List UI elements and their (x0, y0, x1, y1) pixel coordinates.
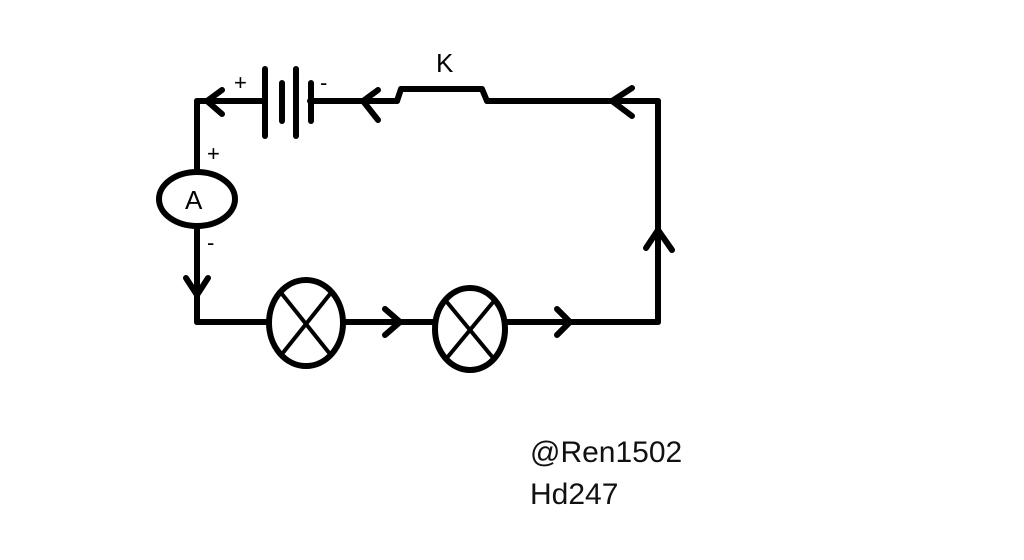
author-handle: @Ren1502 (530, 436, 683, 469)
arrow-up-icon-right (643, 227, 675, 253)
lamp-1 (266, 277, 346, 369)
lamp-2-cross-b (444, 299, 496, 361)
arrow-right-icon-bottom-middle (382, 306, 403, 338)
lamp-1-cross-b (280, 292, 332, 356)
switch-contact (394, 86, 490, 104)
battery: + - (234, 66, 327, 139)
ammeter-positive-sign: + (207, 141, 220, 166)
arrow-left-icon-top-middle (360, 87, 381, 123)
ammeter-label: A (185, 185, 203, 215)
lamp-2 (432, 285, 508, 373)
ammeter-negative-sign: - (207, 230, 214, 255)
ammeter: A + - (156, 141, 238, 255)
switch-k: K (394, 48, 490, 104)
arrow-right-icon-bottom-right (554, 306, 573, 338)
battery-positive-sign: + (234, 70, 247, 95)
credits: @Ren1502 Hd247 (530, 432, 682, 516)
arrow-down-icon-left (183, 275, 211, 298)
wires (194, 98, 661, 325)
current-arrows (183, 85, 675, 338)
switch-label: K (436, 48, 454, 78)
battery-negative-sign: - (320, 70, 327, 95)
arrow-left-icon-top-right (609, 85, 635, 119)
author-code: Hd247 (530, 478, 619, 511)
ammeter-body (156, 169, 238, 229)
arrow-left-icon-top-left (204, 87, 225, 117)
